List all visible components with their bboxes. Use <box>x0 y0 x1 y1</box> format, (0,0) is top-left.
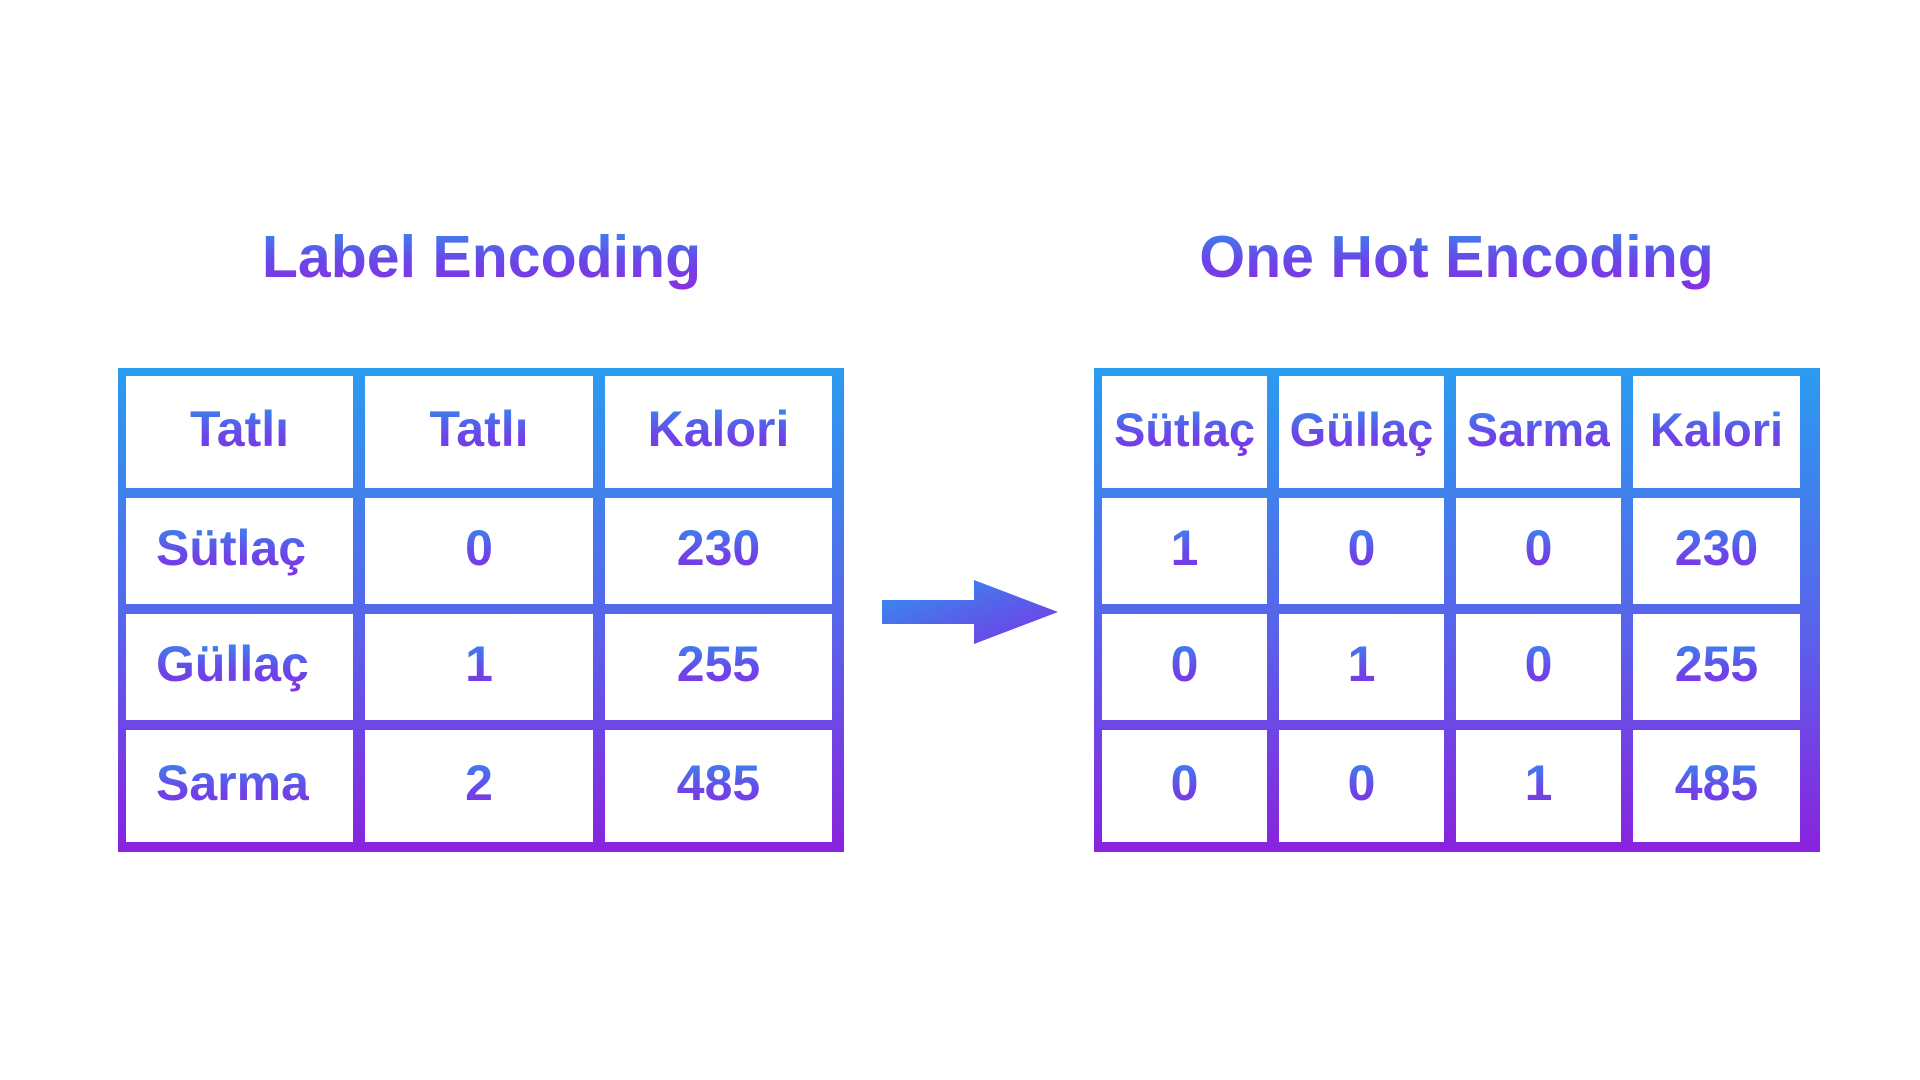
onehot-table-header-cell: Sütlaç <box>1102 376 1267 488</box>
label-table-cell: 0 <box>365 498 593 604</box>
label-table-cell: 485 <box>605 730 832 842</box>
label-table-header-cell: Tatlı <box>126 376 353 488</box>
label-encoding-table: Tatlı Tatlı Kalori Sütlaç 0 230 Güllaç 1… <box>118 368 844 852</box>
onehot-table-cell: 1 <box>1456 730 1621 842</box>
onehot-table-cell: 0 <box>1279 498 1444 604</box>
label-table-header-cell: Tatlı <box>365 376 593 488</box>
onehot-table-cell: 0 <box>1456 614 1621 720</box>
onehot-table-cell: 0 <box>1456 498 1621 604</box>
label-table-header-cell: Kalori <box>605 376 832 488</box>
onehot-table-header-cell: Güllaç <box>1279 376 1444 488</box>
onehot-table-header-cell: Sarma <box>1456 376 1621 488</box>
onehot-table-cell: 1 <box>1279 614 1444 720</box>
onehot-table-cell: 1 <box>1102 498 1267 604</box>
onehot-table-cell: 0 <box>1102 614 1267 720</box>
label-table-row-label: Güllaç <box>126 614 353 720</box>
onehot-table-cell: 230 <box>1633 498 1800 604</box>
onehot-table-cell: 485 <box>1633 730 1800 842</box>
label-table-cell: 255 <box>605 614 832 720</box>
label-table-row-label: Sütlaç <box>126 498 353 604</box>
one-hot-encoding-table: Sütlaç Güllaç Sarma Kalori 1 0 0 230 0 1… <box>1094 368 1820 852</box>
onehot-table-cell: 0 <box>1102 730 1267 842</box>
onehot-table-cell: 0 <box>1279 730 1444 842</box>
label-table-cell: 1 <box>365 614 593 720</box>
one-hot-encoding-title: One Hot Encoding <box>1095 222 1818 292</box>
label-table-row-label: Sarma <box>126 730 353 842</box>
onehot-table-header-cell: Kalori <box>1633 376 1800 488</box>
label-table-cell: 230 <box>605 498 832 604</box>
label-encoding-title: Label Encoding <box>120 222 843 292</box>
label-table-cell: 2 <box>365 730 593 842</box>
onehot-table-cell: 255 <box>1633 614 1800 720</box>
arrow-right-icon <box>882 580 1058 644</box>
